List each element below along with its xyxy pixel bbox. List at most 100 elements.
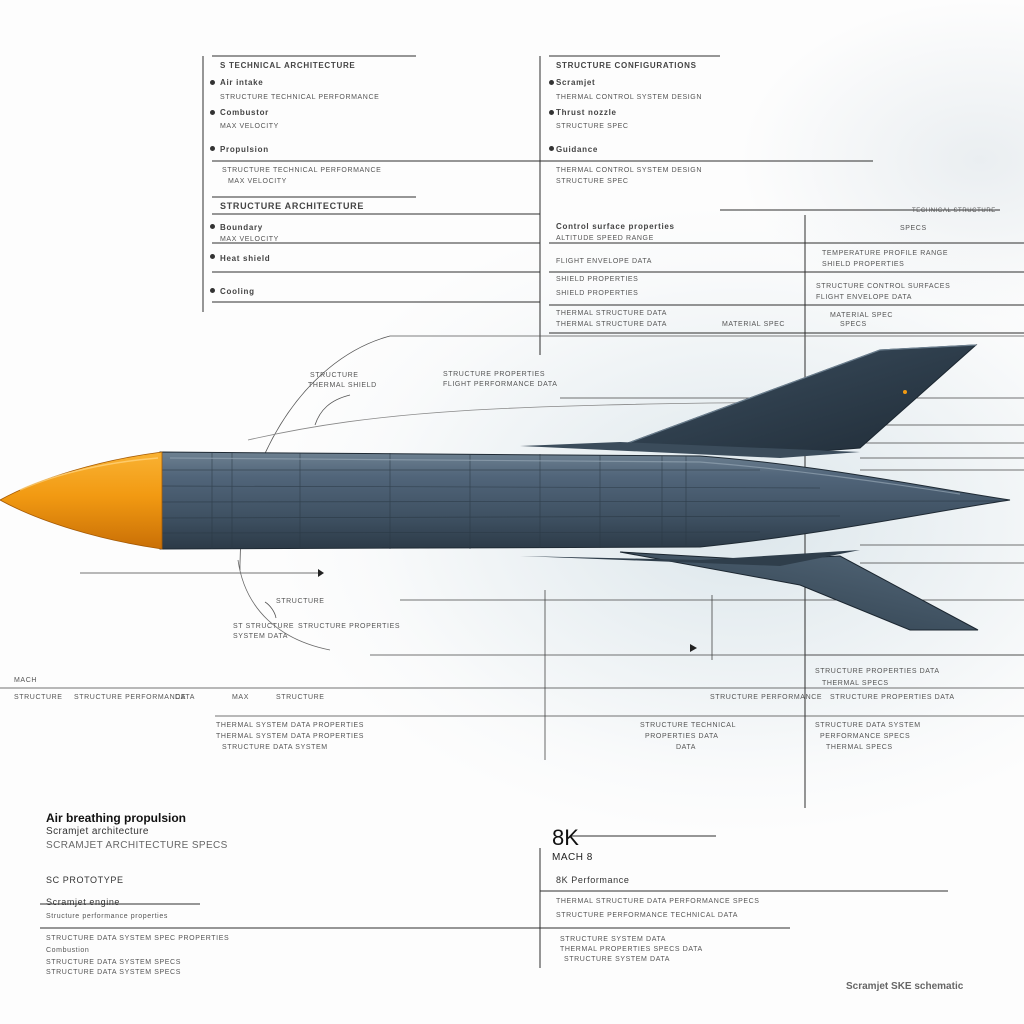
bullet-marker xyxy=(210,254,215,259)
bullet-marker xyxy=(210,80,215,85)
row-e: STRUCTURE TECHNICAL xyxy=(640,722,737,729)
bottom-item-1: Scramjet engine xyxy=(46,897,121,907)
bottom-panel-frame xyxy=(40,835,948,968)
bottom-item-4: Combustion xyxy=(46,947,90,954)
tl-row-1b: MAX VELOCITY xyxy=(228,178,287,185)
tr-right-5c: SPECS xyxy=(840,321,867,328)
tl-label-6: Cooling xyxy=(220,287,255,296)
bottom-subtitle-2: SCRAMJET ARCHITECTURE SPECS xyxy=(46,840,228,851)
upper-callout-curve xyxy=(247,401,801,441)
callout-leader-2 xyxy=(264,601,277,619)
mach-label: MACH 8 xyxy=(552,852,593,863)
callout-leader-1 xyxy=(314,394,351,426)
tr-row-1b: STRUCTURE SPEC xyxy=(556,178,629,185)
speed-big-value: 8K xyxy=(552,825,579,850)
tr-line-a: ALTITUDE SPEED RANGE xyxy=(556,235,654,242)
tr-label-1: Scramjet xyxy=(556,78,596,87)
bullet-marker xyxy=(549,80,554,85)
tr-line-d: THERMAL STRUCTURE DATA xyxy=(556,310,668,317)
callout-2b: FLIGHT PERFORMANCE DATA xyxy=(443,381,558,388)
tr-right-5b: MATERIAL SPEC xyxy=(722,321,786,328)
tr-label-2: Thrust nozzle xyxy=(556,108,617,117)
tr-line-d2: THERMAL STRUCTURE DATA xyxy=(556,321,668,328)
row-b: STRUCTURE xyxy=(14,694,63,701)
tr-right-1: TECHNICAL STRUCTURE xyxy=(912,208,996,214)
tr-row-1: THERMAL CONTROL SYSTEM DESIGN xyxy=(556,167,703,174)
bottom-item-5: STRUCTURE DATA SYSTEM SPECS xyxy=(46,959,181,966)
top-left-frame xyxy=(202,55,540,312)
fuselage-highlight xyxy=(169,457,961,495)
callout-1b: THERMAL SHIELD xyxy=(308,382,377,389)
nose-cone xyxy=(0,451,163,550)
row-b1: STRUCTURE PERFORMANCE xyxy=(74,694,187,701)
row-e2: PROPERTIES DATA xyxy=(645,733,719,740)
bullet-marker xyxy=(210,224,215,229)
row-e3: DATA xyxy=(676,744,697,751)
row-f: STRUCTURE DATA SYSTEM xyxy=(815,722,921,729)
row-c2: THERMAL SPECS xyxy=(822,680,889,687)
credit-text: Scramjet SKE schematic xyxy=(846,981,964,992)
bullet-marker xyxy=(549,146,554,151)
bullet-marker xyxy=(210,288,215,293)
callout-1: STRUCTURE xyxy=(310,372,359,379)
row-d: THERMAL SYSTEM DATA PROPERTIES xyxy=(216,722,365,729)
callout-2: STRUCTURE PROPERTIES xyxy=(443,371,546,378)
vertical-fin xyxy=(619,344,978,456)
bullet-marker xyxy=(210,110,215,115)
tr-col-header: Control surface properties xyxy=(556,222,675,231)
tr-right-5: MATERIAL SPEC xyxy=(830,312,894,319)
tl-label-5: Heat shield xyxy=(220,254,271,263)
row-b3: MAX xyxy=(232,694,249,701)
row-d3: STRUCTURE DATA SYSTEM xyxy=(222,744,328,751)
bottom-title: Air breathing propulsion xyxy=(46,811,186,825)
fuselage-panel-lines xyxy=(159,452,1001,549)
row-c3: STRUCTURE PROPERTIES DATA xyxy=(830,694,955,701)
row-d2: THERMAL SYSTEM DATA PROPERTIES xyxy=(216,733,365,740)
tl-heading: S TECHNICAL ARCHITECTURE xyxy=(220,61,356,70)
engine-glint xyxy=(903,390,907,394)
row-f3: THERMAL SPECS xyxy=(826,744,893,751)
row-a: MACH xyxy=(14,677,38,684)
lower-curve xyxy=(237,559,331,651)
tr-right-3b: SHIELD PROPERTIES xyxy=(822,261,905,268)
tr-line-c: SHIELD PROPERTIES xyxy=(556,276,639,283)
nose-highlight xyxy=(19,457,159,491)
bottom-item-6: STRUCTURE DATA SYSTEM SPECS xyxy=(46,969,181,976)
br-line-5: THERMAL PROPERTIES SPECS DATA xyxy=(560,946,703,953)
row-b5: STRUCTURE PERFORMANCE xyxy=(710,694,823,701)
bottom-item-3: STRUCTURE DATA SYSTEM SPEC PROPERTIES xyxy=(46,935,230,942)
callout-4b: SYSTEM DATA xyxy=(233,633,288,640)
row-f2: PERFORMANCE SPECS xyxy=(820,733,911,740)
tr-line-b: FLIGHT ENVELOPE DATA xyxy=(556,258,653,265)
mach-value: 8 xyxy=(586,852,593,863)
tr-label-3: Guidance xyxy=(556,145,599,154)
top-right-frame xyxy=(416,55,1024,808)
arrow-marks xyxy=(318,569,697,652)
tl-row-1: STRUCTURE TECHNICAL PERFORMANCE xyxy=(222,167,382,174)
tl-label-1: Air intake xyxy=(220,78,264,87)
lower-winglet xyxy=(520,550,860,566)
tr-right-2: SPECS xyxy=(900,225,927,232)
br-line-3: STRUCTURE PERFORMANCE TECHNICAL DATA xyxy=(556,912,738,919)
bullet-marker xyxy=(549,110,554,115)
bullet-marker xyxy=(210,146,215,151)
callout-5: STRUCTURE PROPERTIES xyxy=(298,623,401,630)
tl-sub-2: MAX VELOCITY xyxy=(220,123,279,130)
br-line-6: STRUCTURE SYSTEM DATA xyxy=(564,956,671,963)
tr-right-4b: FLIGHT ENVELOPE DATA xyxy=(816,294,913,301)
callout-4: ST STRUCTURE xyxy=(233,623,295,630)
br-line-4: STRUCTURE SYSTEM DATA xyxy=(560,936,667,943)
tl-sub-4: MAX VELOCITY xyxy=(220,236,279,243)
tr-right-4: STRUCTURE CONTROL SURFACES xyxy=(816,283,951,290)
row-b4: STRUCTURE xyxy=(276,694,325,701)
tr-sub-2: STRUCTURE SPEC xyxy=(556,123,629,130)
tl-label-3: Propulsion xyxy=(220,145,269,154)
bottom-subtitle: Scramjet architecture xyxy=(46,826,149,837)
tr-sub-1: THERMAL CONTROL SYSTEM DESIGN xyxy=(556,94,703,101)
tr-right-3: TEMPERATURE PROFILE RANGE xyxy=(822,250,949,257)
bottom-section: SC PROTOTYPE xyxy=(46,875,124,885)
tl-sub-1: STRUCTURE TECHNICAL PERFORMANCE xyxy=(220,94,380,101)
tl-label-2: Combustor xyxy=(220,108,269,117)
br-line-2: THERMAL STRUCTURE DATA PERFORMANCE SPECS xyxy=(556,898,760,905)
